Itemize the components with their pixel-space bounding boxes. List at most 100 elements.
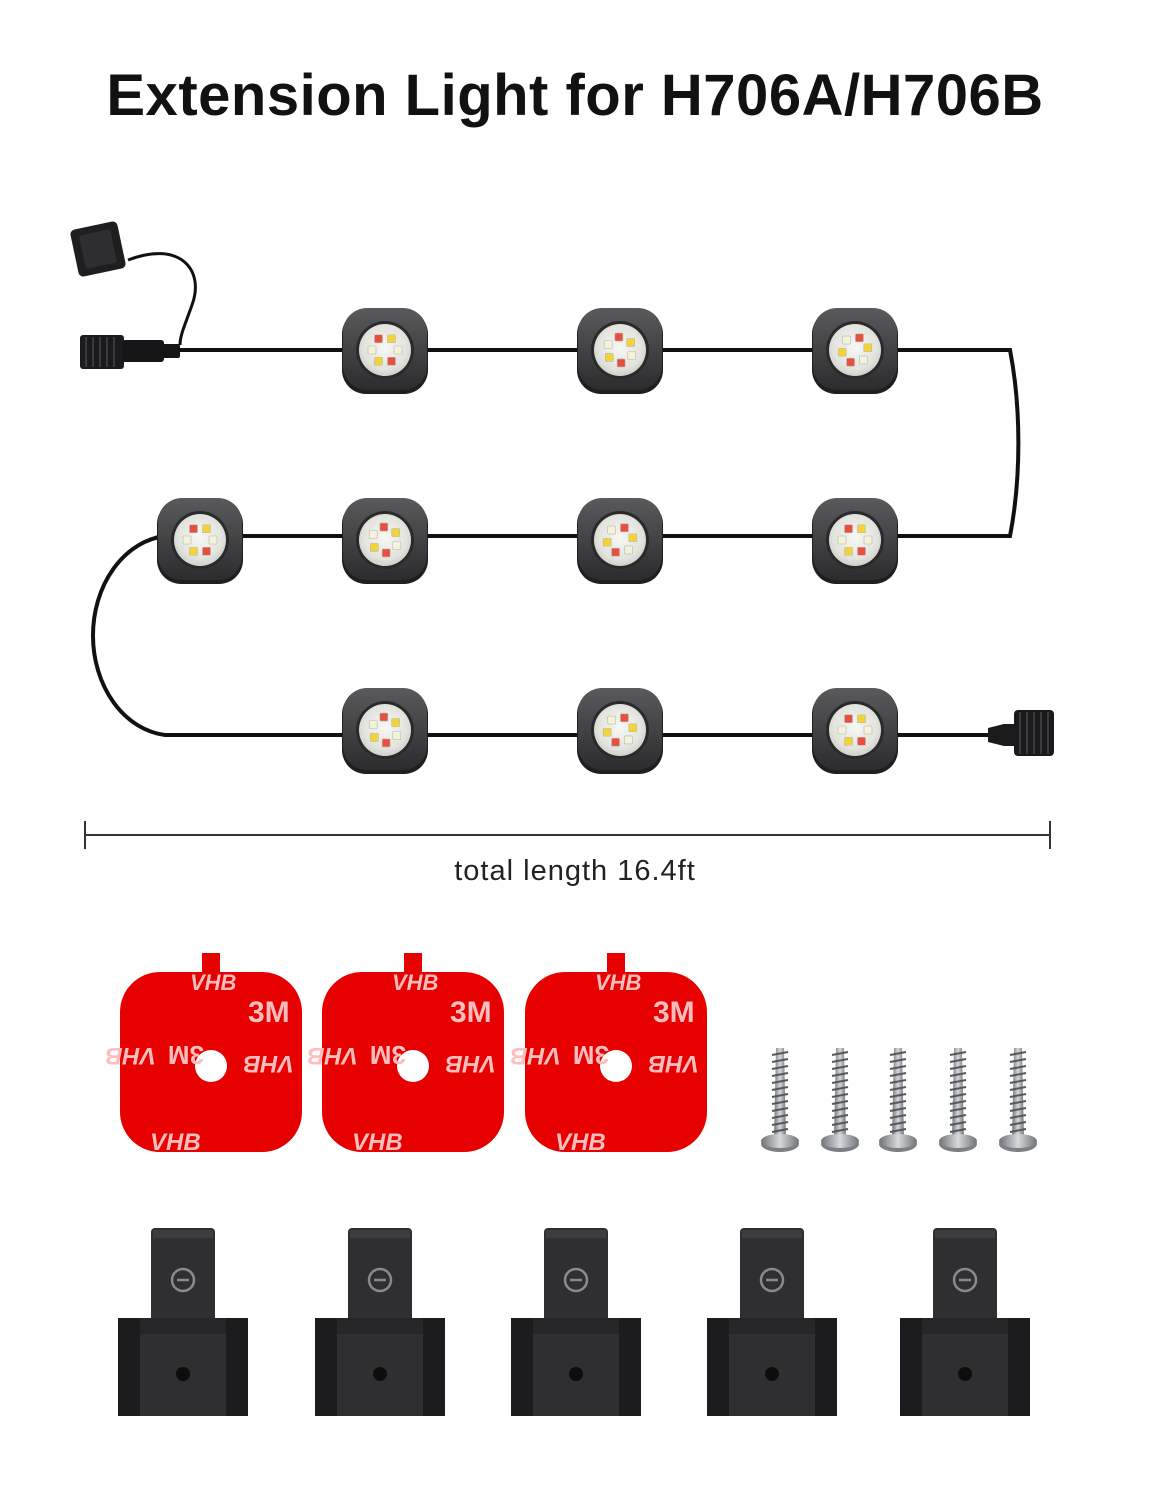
cap-tether	[127, 252, 197, 346]
led-chip	[387, 334, 396, 344]
length-label: total length 16.4ft	[454, 855, 696, 887]
led-chip	[857, 524, 866, 534]
led-chip	[368, 720, 378, 729]
led-chip	[370, 543, 379, 552]
light-node	[812, 308, 898, 394]
led-chip	[374, 356, 383, 366]
screw-hole	[765, 1367, 779, 1381]
page-title: Extension Light for H706A/H706B	[106, 63, 1044, 128]
light-node	[577, 688, 663, 774]
led-chip	[602, 727, 612, 737]
led-chip	[189, 546, 198, 556]
led-chip	[863, 725, 873, 735]
tape-brand-text: 3M	[370, 1040, 406, 1070]
led-chip	[837, 535, 847, 545]
led-chip	[202, 546, 211, 556]
tape-brand-text: 3M	[653, 996, 695, 1029]
led-chip	[857, 546, 866, 556]
light-nodes	[157, 308, 898, 774]
lens	[359, 514, 411, 566]
lens	[359, 324, 411, 376]
light-cable	[90, 348, 1021, 737]
mounting-brackets	[118, 1228, 1030, 1416]
lens	[174, 514, 226, 566]
led-chip	[857, 714, 866, 724]
led-chip	[367, 345, 377, 355]
led-chip	[855, 333, 864, 343]
led-chip	[837, 347, 847, 357]
screw-hole	[176, 1367, 190, 1381]
led-chip	[379, 522, 389, 532]
led-chip	[182, 535, 192, 545]
led-chip	[393, 345, 403, 355]
length-dimension	[84, 821, 1051, 849]
led-chip	[189, 524, 198, 534]
led-chip	[607, 715, 616, 725]
tape-product-text: VHB	[595, 970, 642, 995]
cap-icon	[70, 221, 126, 277]
mounting-bracket	[118, 1228, 248, 1416]
led-chip	[611, 737, 620, 747]
led-chip	[859, 355, 868, 365]
led-chip	[381, 548, 391, 558]
tape-product-text: VHB	[445, 1050, 496, 1077]
led-chip	[844, 714, 853, 724]
led-chip	[374, 334, 383, 344]
led-chip	[611, 547, 620, 557]
led-chip	[614, 332, 624, 342]
led-chip	[616, 358, 626, 368]
tape-hole	[195, 1050, 227, 1082]
screw-hole	[373, 1367, 387, 1381]
tape-product-text: VHB	[510, 1042, 561, 1069]
bracket-logo-icon	[952, 1267, 978, 1293]
led-chip	[863, 343, 873, 353]
led-chip	[602, 537, 612, 547]
light-node	[342, 498, 428, 584]
lens	[829, 324, 881, 376]
led-chip	[620, 713, 629, 723]
led-chip	[391, 718, 400, 727]
mounting-bracket	[707, 1228, 837, 1416]
led-chip	[620, 523, 629, 533]
mounting-bracket	[900, 1228, 1030, 1416]
led-chip	[208, 535, 218, 545]
led-chip	[863, 535, 873, 545]
connector-icon	[80, 335, 180, 369]
tape-product-text: VHB	[352, 1129, 403, 1156]
tape-product-text: VHB	[243, 1050, 294, 1077]
light-node	[342, 308, 428, 394]
tape-hole	[600, 1050, 632, 1082]
mounting-bracket	[511, 1228, 641, 1416]
screw-icon	[821, 1048, 859, 1152]
light-node	[812, 688, 898, 774]
tape-product-text: VHB	[392, 970, 439, 995]
mounting-bracket	[315, 1228, 445, 1416]
tape-brand-text: 3M	[450, 996, 492, 1029]
tape-product-text: VHB	[555, 1129, 606, 1156]
led-chip	[392, 731, 402, 740]
led-chip	[368, 530, 378, 539]
bracket-logo-icon	[170, 1267, 196, 1293]
tape-brand-text: 3M	[248, 996, 290, 1029]
lens	[829, 704, 881, 756]
led-chip	[844, 524, 853, 534]
led-chip	[626, 338, 635, 347]
led-chip	[603, 340, 613, 349]
tape-product-text: VHB	[648, 1050, 699, 1077]
screw-icon	[879, 1048, 917, 1152]
led-chip	[381, 738, 391, 748]
lens	[594, 514, 646, 566]
led-chip	[857, 736, 866, 746]
led-chip	[392, 541, 402, 550]
led-chip	[391, 528, 400, 537]
input-connector	[70, 221, 197, 369]
led-chip	[379, 712, 389, 722]
led-chip	[627, 351, 637, 360]
connector-icon	[1014, 710, 1054, 756]
screws	[761, 1048, 1037, 1152]
led-chip	[846, 357, 855, 367]
led-chip	[628, 723, 638, 733]
